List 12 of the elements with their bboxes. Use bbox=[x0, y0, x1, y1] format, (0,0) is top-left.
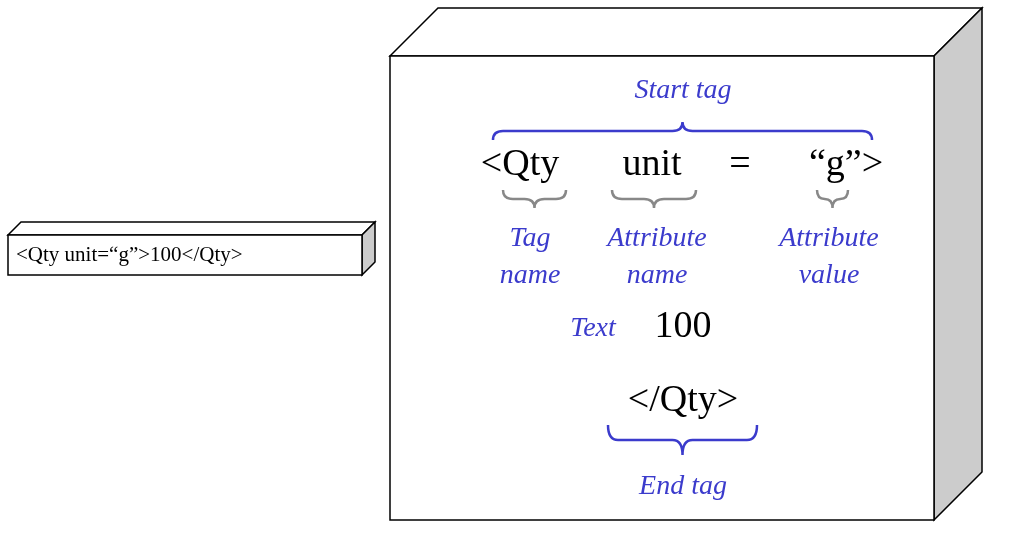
annotation-label: End tag bbox=[637, 468, 728, 502]
markup-text: “g”> bbox=[807, 140, 885, 184]
annotation-label: Attribute name bbox=[604, 220, 708, 291]
markup-text: </Qty> bbox=[626, 376, 740, 420]
annotation-label: Text bbox=[569, 310, 618, 344]
annotation-label: Start tag bbox=[633, 72, 733, 106]
markup-text: = bbox=[728, 140, 752, 184]
annotation-label: Tag name bbox=[498, 220, 562, 291]
annotation-label: Attribute value bbox=[776, 220, 880, 291]
markup-text: <Qty bbox=[479, 140, 561, 184]
markup-text: 100 bbox=[653, 302, 713, 346]
markup-text: unit bbox=[621, 140, 683, 184]
